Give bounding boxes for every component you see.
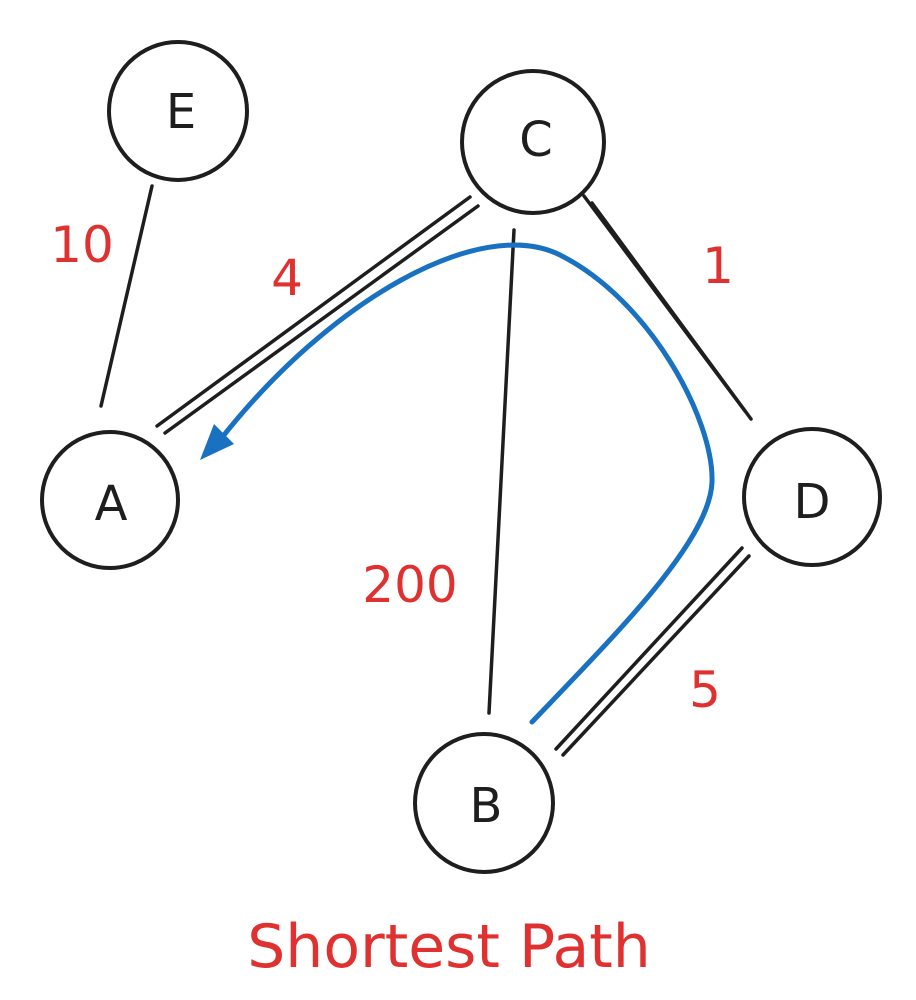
- node-e-label: E: [166, 84, 196, 140]
- edge-e-a: [99, 184, 154, 408]
- weight-c-b: 200: [362, 556, 457, 614]
- node-b: B: [413, 732, 555, 874]
- shortest-path-curve: [217, 242, 715, 725]
- edge-weights: 10 4 1 200 5: [50, 216, 734, 719]
- edge-c-d: [582, 194, 753, 421]
- diagram-caption: Shortest Path: [247, 912, 651, 982]
- weight-c-a: 4: [271, 249, 303, 307]
- weight-e-a: 10: [50, 216, 114, 274]
- node-a-label: A: [95, 476, 128, 532]
- node-a: A: [40, 430, 180, 570]
- shortest-path: [200, 242, 715, 725]
- node-d: D: [742, 427, 882, 567]
- weight-d-b: 5: [689, 661, 721, 719]
- edges: [99, 184, 753, 757]
- node-c-label: C: [519, 112, 553, 168]
- nodes: E C A D B: [40, 40, 882, 874]
- edge-c-a: [155, 195, 480, 435]
- node-c: C: [460, 69, 606, 215]
- node-e: E: [107, 40, 249, 182]
- edge-d-b: [554, 546, 751, 757]
- weight-c-d: 1: [702, 237, 734, 295]
- node-d-label: D: [794, 474, 831, 530]
- node-b-label: B: [470, 778, 503, 834]
- edge-c-b: [487, 228, 516, 715]
- shortest-path-arrowhead: [200, 424, 234, 460]
